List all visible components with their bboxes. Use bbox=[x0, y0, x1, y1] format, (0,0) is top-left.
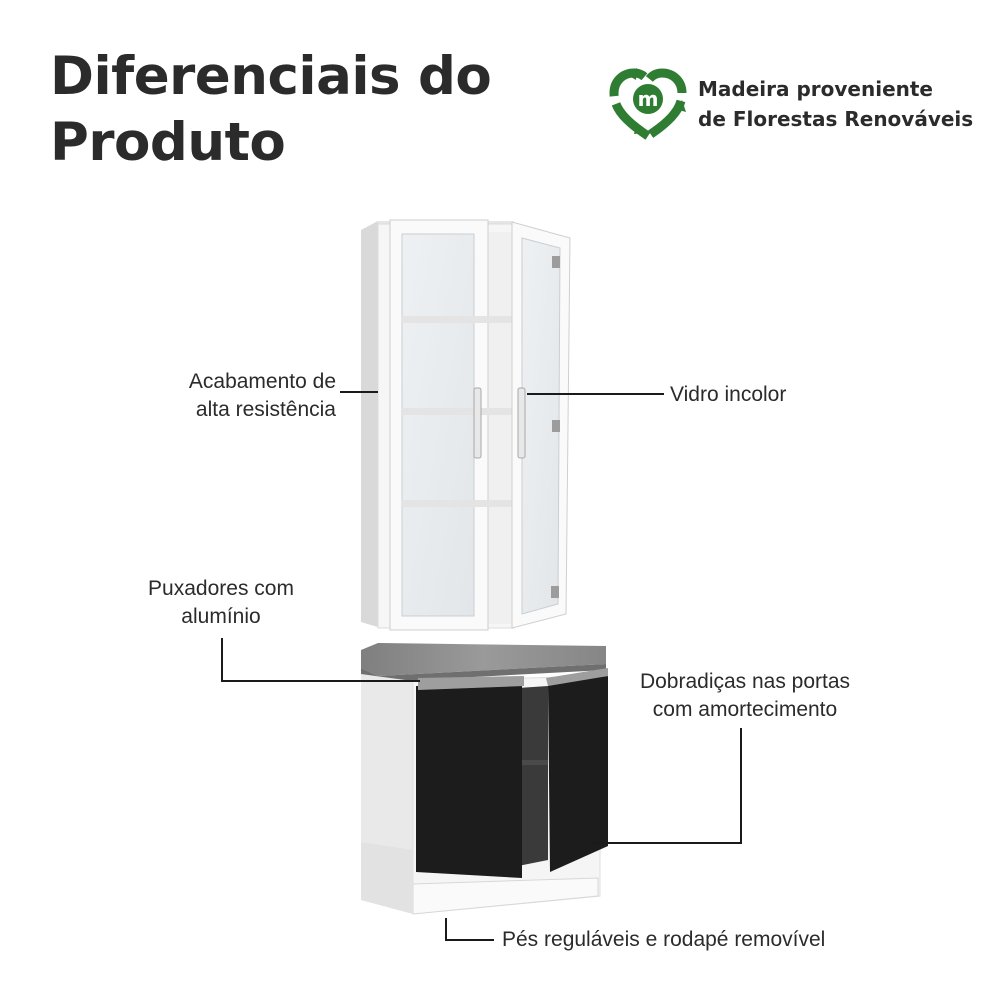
hinge-middle-icon bbox=[552, 420, 560, 432]
page-title-line-2: Produto bbox=[50, 112, 286, 173]
hinge-top-icon bbox=[552, 256, 560, 268]
callout-puxadores: Puxadores com alumínio bbox=[110, 575, 332, 631]
countertop-edge bbox=[361, 664, 606, 682]
page-title-line-1: Diferenciais do bbox=[50, 46, 492, 107]
upper-glass-cabinet bbox=[361, 219, 571, 631]
removable-plinth bbox=[412, 877, 599, 915]
lower-cabinet-interior bbox=[518, 686, 548, 866]
lower-shelf bbox=[520, 760, 548, 765]
shelf-1 bbox=[402, 316, 552, 323]
leader-dobradicas bbox=[590, 728, 742, 844]
page-title: Diferenciais do Produto bbox=[50, 44, 492, 176]
upper-left-door-glass bbox=[401, 233, 475, 617]
leader-lines bbox=[221, 391, 742, 941]
eco-badge-letter: m bbox=[638, 87, 659, 111]
eco-badge-text: Madeira proveniente de Florestas Renováv… bbox=[698, 74, 973, 134]
countertop bbox=[361, 643, 606, 676]
eco-badge-line-2: de Florestas Renováveis bbox=[698, 107, 974, 131]
leader-puxadores bbox=[221, 638, 420, 682]
upper-left-handle bbox=[473, 387, 482, 459]
lower-right-handle bbox=[546, 668, 608, 686]
lower-left-door bbox=[416, 684, 522, 878]
plinth-side bbox=[361, 842, 413, 914]
callout-dobradicas-line-1: Dobradiças nas portas bbox=[639, 670, 851, 693]
callout-acabamento-line-2: alta resistência bbox=[195, 398, 336, 421]
eco-badge-line-1: Madeira proveniente bbox=[698, 77, 933, 101]
callout-pes: Pés reguláveis e rodapé removível bbox=[502, 928, 826, 951]
leader-pes bbox=[445, 918, 494, 941]
lower-right-door bbox=[548, 676, 608, 872]
callout-acabamento-line-1: Acabamento de bbox=[188, 370, 336, 393]
callout-dobradicas-line-2: com amortecimento bbox=[652, 698, 838, 721]
shelf-3 bbox=[402, 500, 552, 507]
callout-puxadores-line-2: alumínio bbox=[181, 605, 261, 628]
hinge-bottom-icon bbox=[551, 586, 559, 598]
upper-right-handle bbox=[517, 387, 526, 459]
upper-cabinet-inner bbox=[486, 232, 516, 624]
callout-dobradicas: Dobradiças nas portas com amortecimento bbox=[610, 668, 880, 724]
lower-left-handle bbox=[418, 676, 524, 690]
callout-acabamento: Acabamento de alta resistência bbox=[140, 368, 336, 424]
lower-base-cabinet bbox=[361, 643, 608, 915]
upper-cabinet-side bbox=[361, 221, 381, 628]
callout-puxadores-line-1: Puxadores com bbox=[148, 577, 294, 600]
eco-badge: m Madeira proveniente de Florestas Renov… bbox=[606, 64, 976, 140]
recycle-heart-icon: m bbox=[609, 68, 687, 140]
upper-right-door-glass bbox=[521, 237, 561, 615]
callout-vidro: Vidro incolor bbox=[670, 383, 787, 406]
